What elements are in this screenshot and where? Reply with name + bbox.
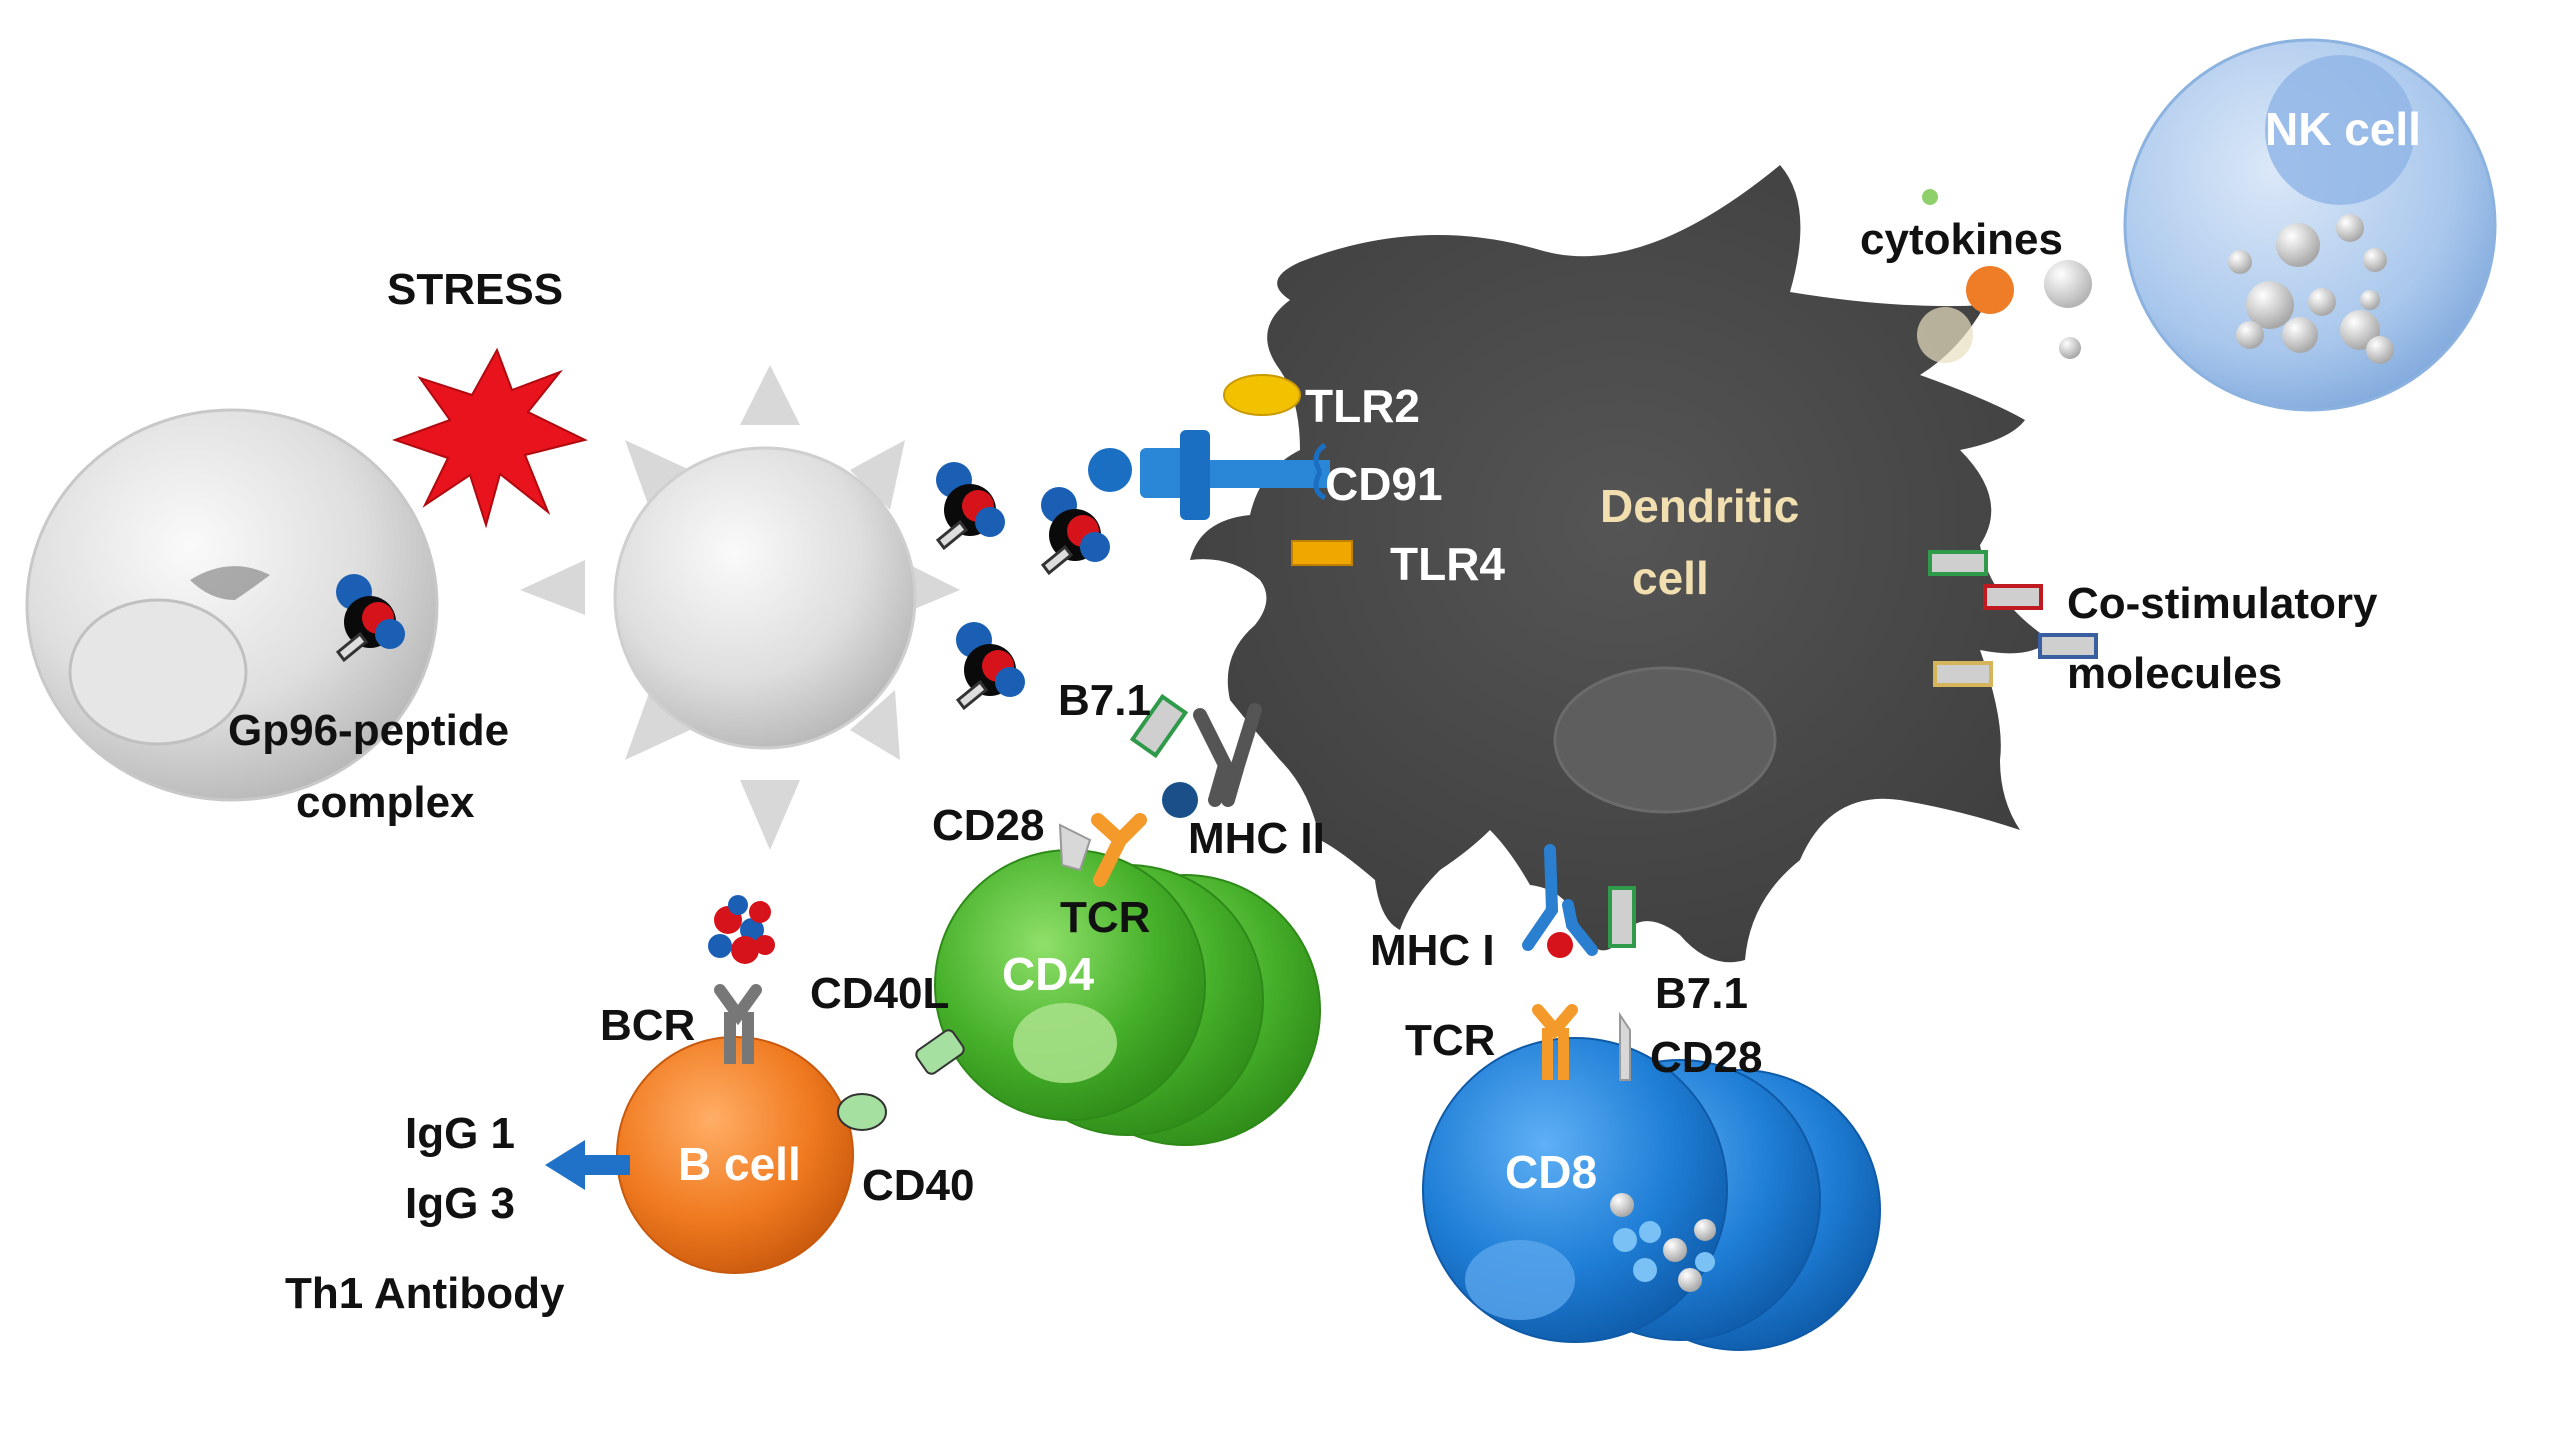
tlr2-receptor-icon xyxy=(1223,374,1301,416)
tlr4-receptor-icon xyxy=(1291,540,1353,566)
mhc-ii-label: MHC II xyxy=(1188,814,1325,863)
th1-antibody-label: Th1 Antibody xyxy=(285,1269,565,1318)
dying-cell xyxy=(520,365,960,850)
cd8-t-cell xyxy=(1422,1037,1881,1351)
cd8-label: CD8 xyxy=(1505,1146,1597,1198)
cytokines-label: cytokines xyxy=(1860,215,2063,264)
cytokine-particles xyxy=(1917,189,2092,363)
cd40-label: CD40 xyxy=(862,1161,975,1210)
dendritic-cell-label-line2: cell xyxy=(1632,552,1709,604)
tlr2-label: TLR2 xyxy=(1305,380,1420,432)
gp96-complex-label-line2: complex xyxy=(296,778,475,827)
stress-label: STRESS xyxy=(387,265,563,314)
costimulatory-molecule-icons xyxy=(1928,550,2098,687)
nk-cell-label: NK cell xyxy=(2265,103,2421,155)
mhc-i-label: MHC I xyxy=(1370,926,1495,975)
gp96-complex-icon xyxy=(1040,487,1110,576)
b71-cd8-label: B7.1 xyxy=(1655,969,1748,1018)
gp96-complex-label-line1: Gp96-peptide xyxy=(228,706,509,755)
cd40l-label: CD40L xyxy=(810,969,949,1018)
cd28-cd4-icon xyxy=(1058,823,1092,872)
bcr-label: BCR xyxy=(600,1001,695,1050)
b-cell-label: B cell xyxy=(678,1138,801,1190)
tcr-cd4-icon xyxy=(1091,813,1147,887)
b71-cd8-icon xyxy=(1608,886,1636,948)
cd91-receptor-icon xyxy=(1088,430,1330,520)
tcr-cd8-label: TCR xyxy=(1405,1016,1495,1065)
mhc-i-receptor-icon xyxy=(1522,844,1598,958)
cd40-icon xyxy=(837,1093,887,1131)
tcr-cd4-label: TCR xyxy=(1060,893,1150,942)
nk-cell xyxy=(2123,38,2497,412)
cd4-label: CD4 xyxy=(1002,948,1094,1000)
costimulatory-label-line2: molecules xyxy=(2067,649,2282,698)
bcr-receptor-icon xyxy=(714,984,762,1064)
cd28-cd8-label: CD28 xyxy=(1650,1033,1763,1082)
stress-burst-icon xyxy=(391,347,588,529)
b71-cd4-icon xyxy=(1129,693,1189,759)
cd4-t-cell xyxy=(934,849,1321,1146)
cd28-cd4-label: CD28 xyxy=(932,801,1045,850)
gp96-complex-icon xyxy=(335,574,405,663)
b71-cd4-label: B7.1 xyxy=(1058,676,1151,725)
cd40l-icon xyxy=(915,1029,965,1075)
costimulatory-label-line1: Co-stimulatory xyxy=(2067,579,2378,628)
antibody-output-arrow-icon xyxy=(545,1140,630,1190)
mhc-ii-receptor-icon xyxy=(1162,703,1262,818)
stressed-cell xyxy=(25,408,439,802)
tlr4-label: TLR4 xyxy=(1390,538,1505,590)
tcr-cd8-icon xyxy=(1532,1004,1578,1080)
dendritic-cell-label-line1: Dendritic xyxy=(1600,480,1799,532)
cd91-label: CD91 xyxy=(1325,458,1443,510)
igg1-label: IgG 1 xyxy=(405,1109,515,1158)
dendritic-cell xyxy=(1190,165,2050,963)
gp96-complex-icon xyxy=(955,622,1025,711)
igg3-label: IgG 3 xyxy=(405,1179,515,1228)
gp96-complex-icon xyxy=(935,462,1005,551)
antigen-cluster-icon xyxy=(708,895,775,964)
cd28-cd8-icon xyxy=(1619,1011,1631,1081)
